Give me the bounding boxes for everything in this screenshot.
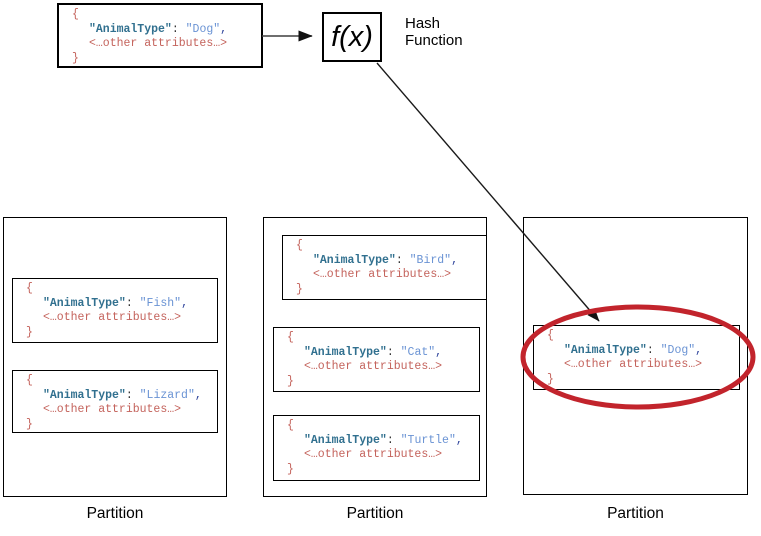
hash-caption-line1: Hash — [405, 15, 441, 32]
json-key-value-line: "AnimalType": "Lizard", — [13, 389, 217, 404]
json-comma: , — [695, 343, 703, 357]
json-colon: : — [646, 343, 654, 357]
hash-function-box: f(x) — [322, 12, 382, 62]
json-comma: , — [451, 253, 458, 267]
json-key: "AnimalType" — [304, 433, 387, 447]
json-open-brace: { — [287, 331, 294, 344]
hash-function-caption: Hash Function — [405, 15, 463, 49]
json-key: "AnimalType" — [313, 253, 396, 267]
record-turtle: { "AnimalType": "Turtle", <…other attrib… — [273, 415, 480, 481]
partition-label-3: Partition — [607, 505, 664, 522]
json-colon: : — [386, 433, 394, 447]
json-open-brace: { — [287, 419, 294, 432]
record-fish: { "AnimalType": "Fish", <…other attribut… — [12, 278, 218, 343]
hash-function-symbol: f(x) — [331, 20, 373, 53]
json-key: "AnimalType" — [564, 343, 647, 357]
json-open-brace: { — [26, 282, 33, 295]
json-close-brace: } — [547, 372, 554, 386]
hash-caption-line2: Function — [405, 31, 463, 49]
json-key-value-line: "AnimalType": "Dog", — [534, 344, 739, 359]
json-open-brace: { — [72, 8, 79, 21]
json-colon: : — [125, 296, 133, 310]
json-colon: : — [125, 388, 133, 402]
json-close-brace: } — [287, 462, 294, 476]
json-key-value-line: "AnimalType": "Fish", — [13, 297, 217, 312]
json-key: "AnimalType" — [43, 296, 126, 310]
partition-label-1: Partition — [86, 505, 144, 522]
json-colon: : — [171, 22, 179, 36]
json-key-value-line: "AnimalType": "Cat", — [274, 346, 479, 361]
record-dog: { "AnimalType": "Dog", <…other attribute… — [533, 325, 740, 390]
json-close-brace: } — [72, 51, 79, 65]
json-value: "Dog" — [660, 343, 696, 357]
json-attributes-line: <…other attributes…> — [304, 448, 443, 461]
json-open-brace: { — [26, 374, 33, 387]
json-open-brace: { — [296, 239, 303, 252]
json-value: "Lizard" — [139, 388, 195, 402]
json-close-brace: } — [26, 417, 33, 431]
json-key: "AnimalType" — [304, 345, 387, 359]
json-comma: , — [194, 388, 202, 402]
json-attributes-line: <…other attributes…> — [43, 311, 182, 324]
json-comma: , — [455, 433, 463, 447]
json-key-value-line: "AnimalType": "Dog", — [59, 23, 261, 38]
json-key: "AnimalType" — [89, 22, 172, 36]
json-value: "Bird" — [409, 253, 452, 267]
source-document-card: { "AnimalType": "Dog", <…other attribute… — [57, 3, 263, 68]
json-colon: : — [395, 253, 403, 267]
record-lizard: { "AnimalType": "Lizard", <…other attrib… — [12, 370, 218, 433]
json-attributes-line: <…other attributes…> — [89, 37, 228, 50]
partition-box-1 — [3, 217, 227, 497]
json-attributes-line: <…other attributes…> — [304, 360, 443, 373]
record-cat: { "AnimalType": "Cat", <…other attribute… — [273, 327, 480, 392]
json-comma: , — [220, 22, 228, 36]
partition-label-2: Partition — [346, 505, 404, 522]
json-value: "Cat" — [400, 345, 436, 359]
json-value: "Fish" — [139, 296, 182, 310]
json-close-brace: } — [26, 325, 33, 339]
json-key-value-line: "AnimalType": "Turtle", — [274, 434, 479, 449]
json-comma: , — [435, 345, 443, 359]
json-comma: , — [181, 296, 188, 310]
json-attributes-line: <…other attributes…> — [43, 403, 182, 416]
json-value: "Dog" — [185, 22, 221, 36]
json-value: "Turtle" — [400, 433, 456, 447]
json-colon: : — [386, 345, 394, 359]
json-attributes-line: <…other attributes…> — [564, 358, 703, 371]
json-key-value-line: "AnimalType": "Bird", — [283, 254, 486, 269]
json-open-brace: { — [547, 329, 554, 342]
json-key: "AnimalType" — [43, 388, 126, 402]
json-close-brace: } — [296, 282, 303, 296]
json-close-brace: } — [287, 374, 294, 388]
record-bird: { "AnimalType": "Bird", <…other attribut… — [282, 235, 487, 300]
json-attributes-line: <…other attributes…> — [313, 268, 452, 281]
